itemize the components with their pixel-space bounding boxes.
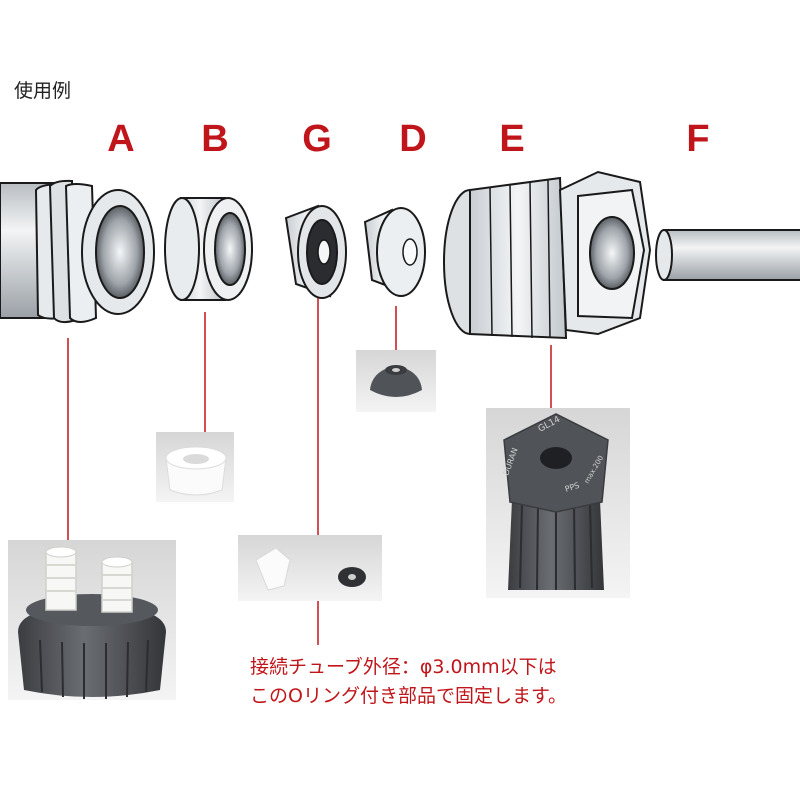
part-d-cone	[363, 207, 426, 297]
part-e-screw-cap	[443, 170, 652, 340]
photo-ptfe-sleeve	[156, 432, 234, 502]
photo-cap-two-ports	[8, 540, 176, 700]
label-a: A	[107, 118, 135, 160]
part-f-tube	[655, 229, 800, 281]
photo-gl14-cap	[486, 408, 630, 598]
photo-dark-cone	[356, 350, 436, 412]
label-d: D	[399, 118, 427, 160]
note-line-2: このOリング付き部品で固定します。	[250, 685, 568, 707]
part-a-bottle-neck	[0, 179, 155, 324]
label-e: E	[499, 118, 525, 160]
photo-cone-and-oring	[238, 535, 382, 601]
label-f: F	[686, 118, 710, 160]
part-g-cone-oring	[284, 204, 347, 299]
caption: 使用例	[14, 80, 72, 102]
leader-lines	[67, 298, 552, 645]
note-line-1: 接続チューブ外径：φ3.0mm以下は	[250, 656, 557, 678]
label-b: B	[201, 118, 229, 160]
cap-material-text: PPS	[564, 481, 581, 494]
label-g: G	[302, 118, 332, 160]
part-b-sleeve	[164, 197, 253, 301]
oring-note: 接続チューブ外径：φ3.0mm以下は このOリング付き部品で固定します。	[250, 653, 567, 711]
